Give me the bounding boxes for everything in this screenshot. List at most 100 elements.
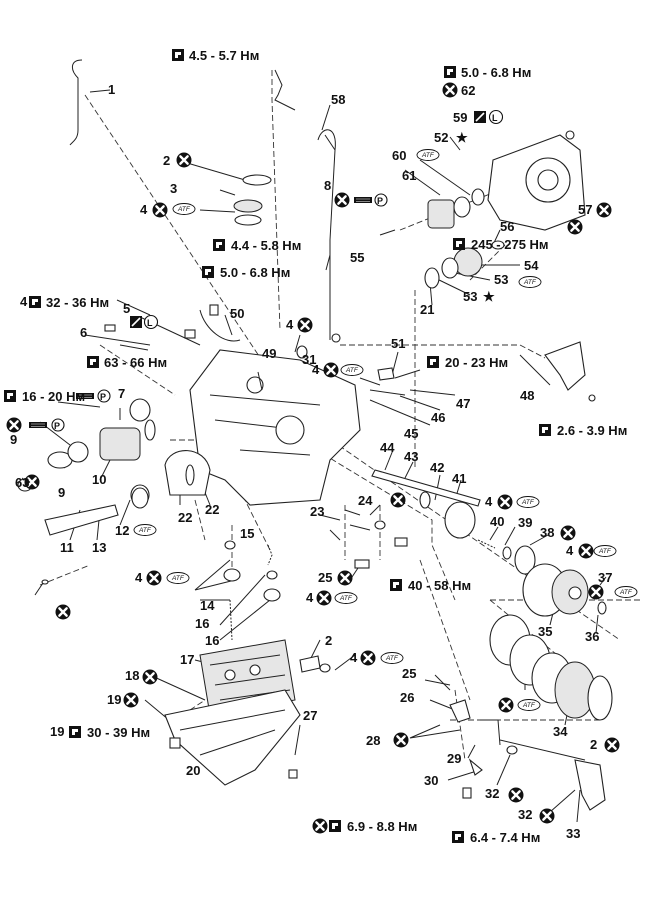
- callout-53: 53: [463, 289, 477, 304]
- dipstick-handle: [317, 129, 336, 151]
- torque-wrench-icon: [172, 49, 184, 61]
- svg-text:ATF: ATF: [421, 152, 435, 159]
- output-gear: [453, 247, 483, 277]
- do-not-reuse-icon: [141, 668, 159, 686]
- torque-spec: 30 - 39 Нм: [87, 725, 150, 740]
- torque-wrench-icon: [444, 66, 456, 78]
- callout-21: 20: [186, 763, 200, 778]
- cap: [233, 199, 263, 213]
- callout-4: 4: [306, 590, 314, 605]
- do-not-reuse-icon: [296, 316, 314, 334]
- svg-text:ATF: ATF: [521, 499, 535, 506]
- callout-19: 19: [107, 692, 121, 707]
- breather-tube: [69, 59, 83, 146]
- do-not-reuse-icon: [603, 736, 621, 754]
- svg-text:ATF: ATF: [619, 589, 633, 596]
- torque-spec: 5.0 - 6.8 Нм: [220, 265, 290, 280]
- atf-pill-icon: ATF: [380, 652, 404, 664]
- callout-10: 9: [58, 485, 65, 500]
- seal: [424, 267, 440, 289]
- do-not-reuse-icon: [559, 524, 577, 542]
- torque-spec: 245 - 275 Нм: [471, 237, 549, 252]
- torque-spec: 63 - 66 Нм: [104, 355, 167, 370]
- callout-43: 42: [430, 460, 444, 475]
- sealant-l-icon: L: [488, 109, 504, 125]
- do-not-reuse-icon: [311, 817, 329, 835]
- callout-50: 49: [262, 346, 276, 361]
- do-not-reuse-icon: [359, 649, 377, 667]
- o-ring: [242, 174, 272, 186]
- callout-42: 41: [452, 471, 466, 486]
- do-not-reuse-icon: [175, 151, 193, 169]
- dipstick: [324, 134, 336, 340]
- torque-wrench-icon: [329, 820, 341, 832]
- callout-4: 4: [566, 543, 574, 558]
- atf-pill-icon: ATF: [172, 203, 196, 215]
- callouts: 1 2 3 4 4 4 4 4 4 4 4 4 5 6 7 8 9 9 10 1…: [10, 82, 612, 841]
- callout-11: 10: [92, 472, 106, 487]
- callout-53: 52: [434, 130, 448, 145]
- manual-shaft-lever: [574, 759, 606, 811]
- torque-wrench-icon: [87, 356, 99, 368]
- do-not-reuse-icon: [595, 201, 613, 219]
- torque-spec: 16 - 20 Нм: [22, 389, 85, 404]
- callout-5: 4: [20, 294, 28, 309]
- svg-text:ATF: ATF: [523, 279, 537, 286]
- callout-4: 4: [350, 650, 358, 665]
- callout-44: 43: [404, 449, 418, 464]
- do-not-reuse-icon: [577, 542, 595, 560]
- torque-wrench-icon: [390, 579, 402, 591]
- callout-2: 2: [590, 737, 597, 752]
- callout-4: 4: [485, 494, 493, 509]
- callout-24: 23: [310, 504, 324, 519]
- callout-2: 2: [163, 153, 170, 168]
- torque-wrench-icon: [213, 239, 225, 251]
- torque-wrench-icon: [427, 356, 439, 368]
- bearing: [441, 257, 459, 279]
- callout-54: 53: [494, 272, 508, 287]
- callout-30: 29: [447, 751, 461, 766]
- callout-19: 18: [125, 668, 139, 683]
- callout-23: 22: [205, 502, 219, 517]
- callout-2: 2: [325, 633, 332, 648]
- callout-9: 9: [10, 432, 17, 447]
- shaft: [371, 469, 481, 507]
- torque-spec: 2.6 - 3.9 Нм: [557, 423, 627, 438]
- gasket-bar-icon: [28, 421, 48, 429]
- do-not-reuse-icon: [5, 416, 23, 434]
- atf-pill-icon: ATF: [334, 592, 358, 604]
- callout-15: 14: [200, 598, 215, 613]
- svg-text:L: L: [492, 113, 498, 123]
- svg-text:P: P: [377, 196, 383, 206]
- callout-3: 3: [170, 181, 177, 196]
- do-not-reuse-icon: [392, 731, 410, 749]
- torque-spec: 5.0 - 6.8 Нм: [461, 65, 531, 80]
- torque-spec: 4.4 - 5.8 Нм: [231, 238, 301, 253]
- callout-32: 32: [485, 786, 499, 801]
- torque-spec: 6.9 - 8.8 Нм: [347, 819, 417, 834]
- shim: [471, 188, 485, 206]
- callout-59: 58: [331, 92, 345, 107]
- torque-wrench-icon: [539, 424, 551, 436]
- callout-4: 4: [286, 317, 294, 332]
- torque-wrench-icon: [4, 390, 16, 402]
- callout-1: 1: [108, 82, 115, 97]
- svg-text:ATF: ATF: [177, 206, 191, 213]
- callout-52: 51: [391, 336, 405, 351]
- do-not-reuse-icon: [389, 491, 407, 509]
- callout-22: 22: [178, 510, 192, 525]
- callout-31: 30: [424, 773, 438, 788]
- svg-text:ATF: ATF: [345, 367, 359, 374]
- callout-45: 44: [380, 440, 395, 455]
- callout-27: 26: [400, 690, 414, 705]
- snap-ring: [419, 491, 431, 509]
- svg-text:L: L: [147, 318, 153, 328]
- callout-7: 6: [80, 325, 87, 340]
- callout-17: 16: [205, 633, 219, 648]
- input-shaft: [44, 504, 119, 536]
- torque-spec: 4.5 - 5.7 Нм: [189, 48, 259, 63]
- callout-32: 31: [302, 352, 316, 367]
- callout-28: 27: [303, 708, 317, 723]
- callout-14: 13: [92, 540, 106, 555]
